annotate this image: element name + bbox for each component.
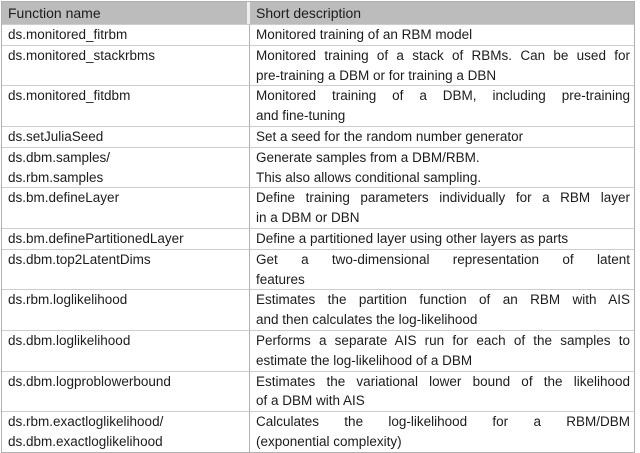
function-name-line: ds.monitored_fitrbm (8, 27, 128, 42)
table-row: ds.dbm.top2LatentDims Get a two-dimension… (2, 248, 634, 290)
table-row: ds.setJuliaSeed Set a seed for the random… (2, 125, 634, 147)
description-line: of a DBM with AIS (256, 393, 365, 409)
function-name-line: ds.dbm.logproblowerbound (8, 373, 171, 389)
short-description-header: Short description (250, 2, 634, 24)
function-name-line: ds.dbm.exactloglikelihood (8, 433, 163, 449)
function-name-cell: ds.setJuliaSeed (2, 125, 250, 147)
function-name-line: ds.rbm.samples (8, 169, 104, 185)
description-cell: Set a seed for the random number generat… (250, 125, 634, 147)
function-name-line: ds.rbm.exactloglikelihood/ (8, 414, 164, 430)
function-name-line: ds.bm.definePartitionedLayer (8, 230, 184, 246)
description-cell: Monitored training of a DBM, including p… (250, 85, 634, 126)
description-line: Define a partitioned layer using other l… (256, 230, 569, 246)
description-line: Set a seed for the random number generat… (256, 128, 524, 144)
header-row: Function name Short description (2, 2, 634, 24)
description-line: Define training parameters individually … (256, 190, 630, 206)
description-cell: Estimates the partition function of an R… (250, 289, 634, 330)
description-cell: Estimates the variational lower bound of… (250, 370, 634, 412)
table-row: ds.bm.defineLayer Define training paramet… (2, 187, 634, 228)
description-line: in a DBM or DBN (256, 210, 360, 226)
description-line: Generate samples from a DBM/RBM. (256, 149, 480, 165)
function-name-line: ds.dbm.top2LatentDims (8, 251, 151, 267)
function-name-line: ds.rbm.loglikelihood (8, 292, 128, 308)
table-row: ds.bm.definePartitionedLayer Define a par… (2, 227, 634, 249)
function-name-cell: ds.bm.definePartitionedLayer (2, 227, 250, 249)
function-name-cell: ds.dbm.samples/ds.rbm.samples (2, 146, 250, 188)
description-cell: Monitored training of a stack of RBMs. C… (250, 44, 634, 86)
description-line: and fine-tuning (256, 108, 346, 124)
table-row: ds.rbm.loglikelihood Estimates the partit… (2, 289, 634, 330)
function-name-cell: ds.dbm.loglikelihood (2, 329, 250, 371)
function-name-cell: ds.dbm.top2LatentDims (2, 248, 250, 290)
description-line: features (256, 271, 305, 287)
description-line: pre-training a DBM or for training a DBN (256, 67, 497, 83)
function-name-cell: ds.monitored_fitdbm (2, 85, 250, 126)
table-row: ds.monitored_stackrbms Monitored training… (2, 44, 634, 86)
description-cell: Define training parameters individually … (250, 187, 634, 228)
function-name-cell: ds.monitored_fitrbm (2, 24, 250, 45)
table-row: ds.rbm.exactloglikelihood/ds.dbm.exactlo… (2, 411, 634, 452)
description-cell: Monitored training of an RBM model (250, 24, 634, 45)
description-line: Monitored training of a stack of RBMs. C… (256, 47, 630, 63)
description-cell: Performs a separate AIS run for each of … (250, 329, 634, 371)
function-name-line: ds.monitored_stackrbms (8, 47, 156, 63)
description-line: Monitored training of an RBM model (256, 27, 473, 42)
description-cell: Generate samples from a DBM/RBM. This als… (250, 146, 634, 188)
description-line: Calculates the log-likelihood for a RBM/… (256, 414, 630, 430)
description-cell: Define a partitioned layer using other l… (250, 227, 634, 249)
description-line: Get a two-dimensional representation of … (256, 251, 630, 267)
function-name-line: ds.dbm.loglikelihood (8, 332, 131, 348)
function-name-line: ds.setJuliaSeed (8, 128, 104, 144)
description-cell: Get a two-dimensional representation of … (250, 248, 634, 290)
description-line: Estimates the partition function of an R… (256, 292, 630, 308)
function-name-cell: ds.dbm.logproblowerbound (2, 370, 250, 412)
description-cell: Calculates the log-likelihood for a RBM/… (250, 411, 634, 452)
description-line: This also allows conditional sampling. (256, 169, 482, 185)
table-row: ds.dbm.logproblowerbound Estimates the va… (2, 370, 634, 412)
table-header: Function name Short description (2, 2, 634, 24)
function-name-line: ds.dbm.samples/ (8, 149, 111, 165)
table-row: ds.monitored_fitrbm Monitored training of… (2, 24, 634, 45)
function-name-cell: ds.bm.defineLayer (2, 187, 250, 228)
description-line: and then calculates the log-likelihood (256, 312, 478, 328)
description-line: Performs a separate AIS run for each of … (256, 332, 630, 348)
function-name-header: Function name (2, 2, 250, 24)
function-name-cell: ds.rbm.exactloglikelihood/ds.dbm.exactlo… (2, 411, 250, 452)
function-name-line: ds.bm.defineLayer (8, 190, 120, 206)
function-name-cell: ds.rbm.loglikelihood (2, 289, 250, 330)
table-row: ds.monitored_fitdbm Monitored training of… (2, 85, 634, 126)
description-line: estimate the log-likelihood of a DBM (256, 352, 473, 368)
table-row: ds.dbm.loglikelihood Performs a separate … (2, 329, 634, 371)
description-line: Estimates the variational lower bound of… (256, 373, 630, 389)
function-name-line: ds.monitored_fitdbm (8, 88, 131, 104)
function-name-cell: ds.monitored_stackrbms (2, 44, 250, 86)
description-line: (exponential complexity) (256, 433, 402, 449)
description-line: Monitored training of a DBM, including p… (256, 88, 630, 104)
